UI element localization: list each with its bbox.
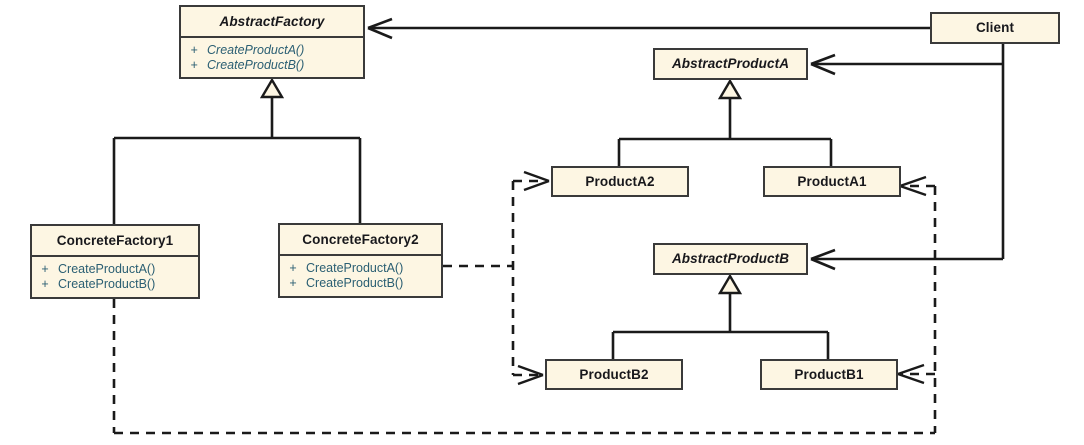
dependency-concretefactory1-products bbox=[112, 184, 937, 435]
class-name-abstract-product-b: AbstractProductB bbox=[671, 251, 790, 267]
class-name-product-b2: ProductB2 bbox=[579, 366, 649, 382]
generalization-triangle-abstractfactory bbox=[259, 77, 285, 99]
association-client-abstractproductb bbox=[810, 248, 1003, 271]
class-title-compartment: ProductA1 bbox=[765, 168, 899, 195]
class-box-abstract-product-a[interactable]: AbstractProductA bbox=[653, 48, 808, 80]
class-title-compartment: AbstractProductA bbox=[655, 50, 806, 78]
method-row: + CreateProductB() bbox=[32, 277, 198, 292]
class-name-concrete-factory1: ConcreteFactory1 bbox=[56, 232, 174, 248]
class-box-client[interactable]: Client bbox=[930, 12, 1060, 44]
method-row: + CreateProductB() bbox=[181, 58, 363, 73]
dependency-arrowhead-producta1 bbox=[899, 175, 927, 197]
method-row: + CreateProductB() bbox=[280, 276, 441, 291]
class-members-compartment: + CreateProductA() + CreateProductB() bbox=[280, 256, 441, 295]
class-name-abstract-factory: AbstractFactory bbox=[219, 13, 325, 29]
generalization-product-a bbox=[617, 97, 833, 166]
class-box-abstract-factory[interactable]: AbstractFactory + CreateProductA() + Cre… bbox=[179, 5, 365, 79]
class-box-product-b2[interactable]: ProductB2 bbox=[545, 359, 683, 390]
class-box-concrete-factory2[interactable]: ConcreteFactory2 + CreateProductA() + Cr… bbox=[278, 223, 443, 298]
class-name-concrete-factory2: ConcreteFactory2 bbox=[302, 231, 419, 247]
class-title-compartment: AbstractProductB bbox=[655, 245, 806, 273]
generalization-triangle-abstractproducta bbox=[717, 78, 743, 100]
class-name-product-a1: ProductA1 bbox=[797, 173, 867, 189]
class-box-abstract-product-b[interactable]: AbstractProductB bbox=[653, 243, 808, 275]
method-row: + CreateProductA() bbox=[280, 261, 441, 276]
class-name-product-b1: ProductB1 bbox=[794, 366, 864, 382]
dependency-arrowhead-productb2 bbox=[517, 364, 544, 386]
dependency-arrowhead-producta2 bbox=[523, 170, 550, 192]
method-name: CreateProductB() bbox=[58, 277, 156, 291]
method-name: CreateProductB() bbox=[306, 276, 404, 290]
method-name: CreateProductB() bbox=[207, 58, 305, 72]
class-members-compartment: + CreateProductA() + CreateProductB() bbox=[32, 257, 198, 296]
dependency-concretefactory2-products bbox=[443, 179, 545, 377]
visibility-marker: + bbox=[41, 262, 49, 276]
method-name: CreateProductA() bbox=[58, 262, 156, 276]
generalization-product-b bbox=[611, 292, 830, 359]
visibility-marker: + bbox=[289, 276, 297, 290]
association-client-abstractfactory bbox=[367, 17, 930, 40]
class-name-client: Client bbox=[975, 20, 1015, 36]
method-row: + CreateProductA() bbox=[32, 262, 198, 277]
method-name: CreateProductA() bbox=[207, 43, 305, 57]
class-box-product-b1[interactable]: ProductB1 bbox=[760, 359, 898, 390]
visibility-marker: + bbox=[190, 58, 198, 72]
generalization-triangle-abstractproductb bbox=[717, 273, 743, 295]
visibility-marker: + bbox=[289, 261, 297, 275]
class-title-compartment: Client bbox=[932, 14, 1058, 42]
class-title-compartment: ConcreteFactory2 bbox=[280, 225, 441, 256]
class-title-compartment: ProductB2 bbox=[547, 361, 681, 388]
class-title-compartment: ProductA2 bbox=[553, 168, 687, 195]
class-box-concrete-factory1[interactable]: ConcreteFactory1 + CreateProductA() + Cr… bbox=[30, 224, 200, 299]
association-client-abstractproducta bbox=[810, 44, 1005, 259]
visibility-marker: + bbox=[190, 43, 198, 57]
class-name-abstract-product-a: AbstractProductA bbox=[671, 56, 790, 72]
class-title-compartment: ProductB1 bbox=[762, 361, 896, 388]
method-row: + CreateProductA() bbox=[181, 43, 363, 58]
generalization-factories bbox=[112, 96, 362, 224]
dependency-arrowhead-productb1 bbox=[897, 363, 925, 385]
class-box-product-a2[interactable]: ProductA2 bbox=[551, 166, 689, 197]
class-title-compartment: ConcreteFactory1 bbox=[32, 226, 198, 257]
class-box-product-a1[interactable]: ProductA1 bbox=[763, 166, 901, 197]
method-name: CreateProductA() bbox=[306, 261, 404, 275]
class-name-product-a2: ProductA2 bbox=[585, 173, 655, 189]
class-title-compartment: AbstractFactory bbox=[181, 7, 363, 38]
visibility-marker: + bbox=[41, 277, 49, 291]
class-members-compartment: + CreateProductA() + CreateProductB() bbox=[181, 38, 363, 77]
